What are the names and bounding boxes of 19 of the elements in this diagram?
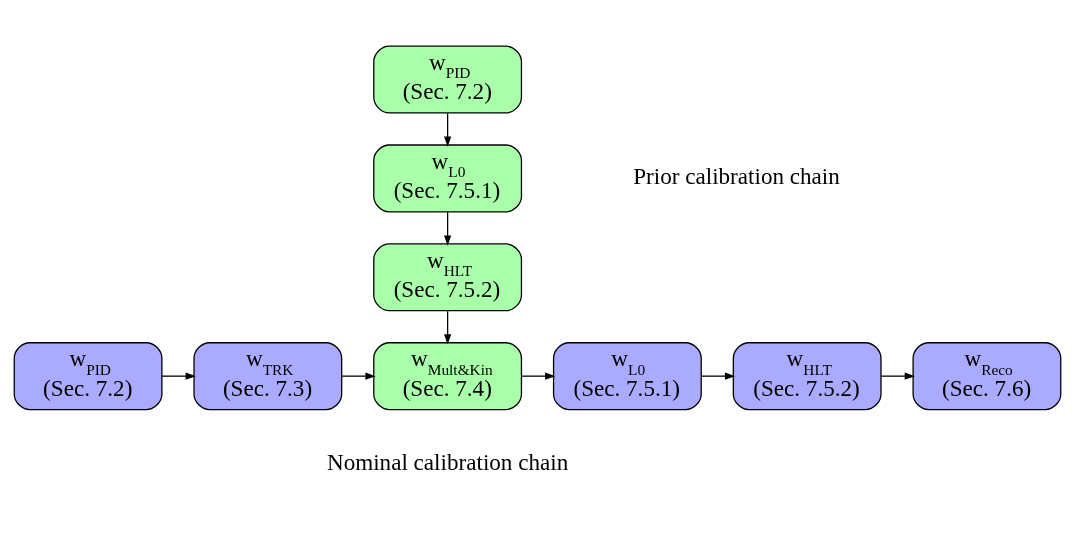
arrow [161, 372, 196, 380]
arrow [521, 372, 556, 380]
node-box: w$_{TRK}$ (Sec. 7.3) [193, 342, 343, 411]
arrow [341, 372, 376, 380]
node-box: w$_{Reco}$ (Sec. 7.6) [912, 342, 1062, 411]
arrow [444, 112, 452, 147]
node-box: w$_{PID}$ (Sec. 7.2) [13, 342, 163, 411]
node-box: w$_{Mult&Kin}$ (Sec. 7.4) [373, 342, 523, 411]
label: Nominal calibration chain [326, 449, 569, 476]
label: Prior calibration chain [633, 163, 840, 190]
arrow [700, 372, 736, 380]
arrow [444, 310, 452, 345]
node-box: w$_{PID}$ (Sec. 7.2) [373, 45, 523, 114]
node-box: w$_{HLT}$ (Sec. 7.5.2) [732, 342, 882, 411]
node-box: w$_{HLT}$ (Sec. 7.5.2) [373, 243, 523, 312]
node-box: w$_{L0}$ (Sec. 7.5.1) [373, 144, 523, 213]
node-box: w$_{L0}$ (Sec. 7.5.1) [552, 342, 702, 411]
arrow [880, 372, 915, 380]
arrow [444, 211, 452, 246]
